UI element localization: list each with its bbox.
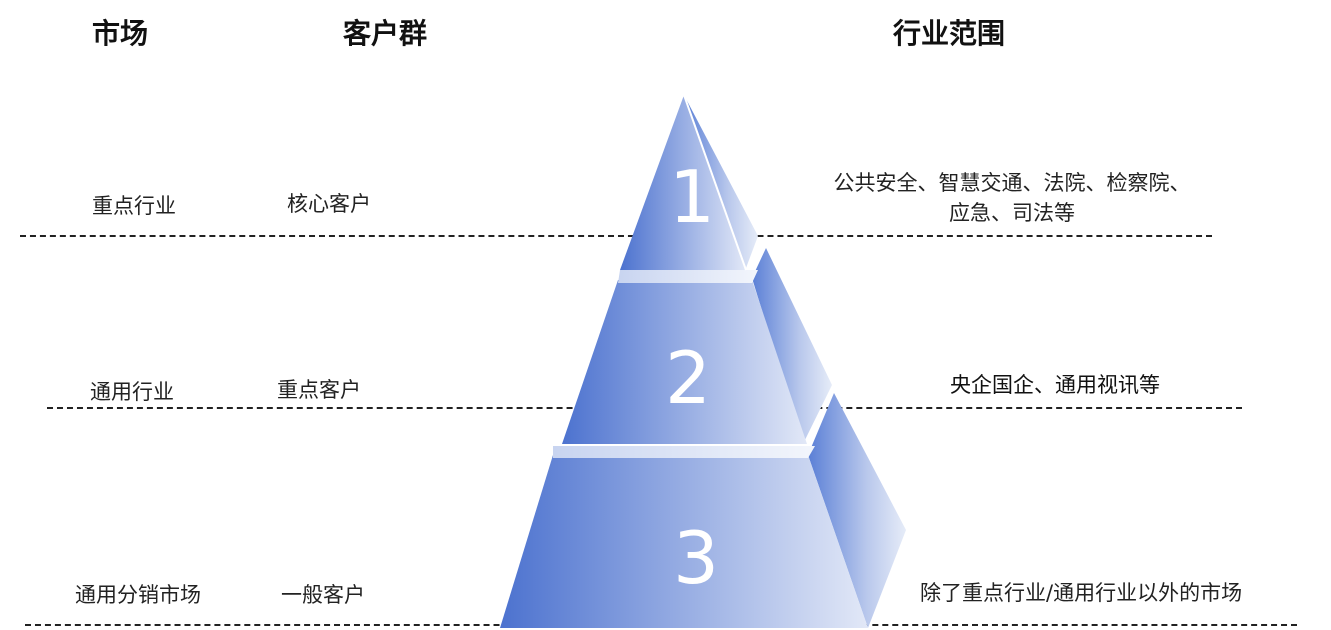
tier-3-top-edge	[553, 446, 815, 458]
tier-1-front-face	[620, 95, 746, 270]
tier-2-scope: 央企国企、通用视讯等	[950, 373, 1160, 397]
tier-1-edge-highlight	[683, 94, 747, 271]
tier-2-front-face	[562, 280, 807, 444]
tier-1-side-face	[684, 95, 758, 268]
tier-3-front-face	[500, 455, 868, 628]
tier-1-scope-line-1: 公共安全、智慧交通、法院、检察院、	[833, 171, 1191, 195]
tier-1-scope: 公共安全、智慧交通、法院、检察院、 应急、司法等	[768, 168, 1256, 228]
tier-3-number: 3	[673, 516, 719, 600]
tier-1-market: 重点行业	[92, 194, 176, 218]
tier-3-customers: 一般客户	[281, 583, 365, 607]
tier-1-customers: 核心客户	[287, 192, 371, 216]
tier-2-customers: 重点客户	[277, 378, 361, 402]
industry-scope-header: 行业范围	[893, 17, 1006, 50]
pyramid-tier-2	[562, 248, 832, 444]
tier-1-number: 1	[669, 155, 715, 239]
customer-group-header: 客户群	[343, 17, 428, 50]
tier-3-market: 通用分销市场	[75, 583, 201, 607]
tier-3-side-face	[808, 393, 906, 628]
tier-2-side-face	[752, 248, 832, 444]
pyramid-tier-3	[500, 393, 906, 628]
separator-line-1	[20, 235, 1212, 237]
tier-2-market: 通用行业	[90, 380, 174, 404]
market-header: 市场	[92, 17, 149, 50]
pyramid-tier-1	[620, 94, 758, 271]
tier-2-number: 2	[665, 336, 711, 420]
tier-3-scope: 除了重点行业/通用行业以外的市场	[920, 581, 1243, 605]
tier-1-scope-line-2: 应急、司法等	[949, 201, 1075, 225]
tier-2-top-edge	[618, 270, 758, 283]
